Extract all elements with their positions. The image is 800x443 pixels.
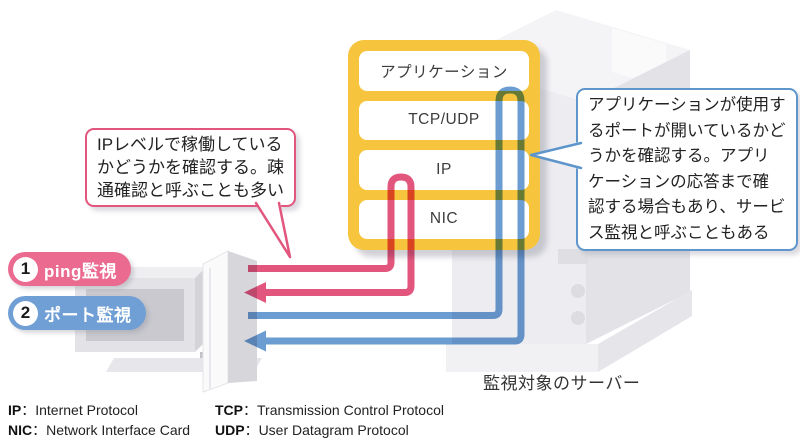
port-callout-text: ス監視と呼ぶこともある bbox=[588, 223, 770, 242]
legend-item-nic: NIC：Network Interface Card bbox=[8, 420, 190, 440]
legend-separator: ： bbox=[244, 422, 259, 438]
port-pill-label: ポート監視 bbox=[44, 305, 132, 325]
legend-item-ip: IP：Internet Protocol bbox=[8, 400, 190, 420]
legend-separator: ： bbox=[243, 402, 257, 418]
server-slot bbox=[558, 249, 588, 264]
legend-name: Transmission Control Protocol bbox=[257, 402, 444, 418]
ping-arrowhead-icon bbox=[244, 282, 266, 303]
port-callout-text: うかを確認する。アプリ bbox=[588, 147, 770, 165]
legend-separator: ： bbox=[21, 402, 36, 418]
legend-item-udp: UDP：User Datagram Protocol bbox=[215, 420, 444, 440]
server-caption: 監視対象のサーバー bbox=[483, 374, 641, 393]
legend-column-left: IP：Internet Protocol NIC：Network Interfa… bbox=[8, 400, 190, 440]
stack-layer-nic: NIC bbox=[359, 199, 529, 239]
port-callout-text: 認する場合もあり、サービ bbox=[588, 198, 786, 216]
ping-callout-text: かどうかを確認する。疎 bbox=[97, 158, 284, 177]
legend-abbr: NIC bbox=[8, 422, 33, 438]
legend-abbr: TCP bbox=[215, 402, 243, 418]
legend-abbr: UDP bbox=[215, 422, 245, 438]
protocol-stack-box: アプリケーション TCP/UDP IP NIC bbox=[348, 40, 540, 250]
port-callout: アプリケーションが使用す るポートが開いているかど うかを確認する。アプリ ケー… bbox=[576, 88, 798, 251]
ping-callout-tail bbox=[254, 200, 292, 259]
legend-name: Internet Protocol bbox=[35, 402, 138, 418]
port-pill-number-badge: 2 bbox=[13, 300, 38, 326]
port-callout-text: るポートが開いているかど bbox=[588, 121, 786, 140]
legend-name: User Datagram Protocol bbox=[258, 422, 409, 438]
legend-abbr: IP bbox=[8, 402, 22, 418]
server-button-icon bbox=[571, 311, 585, 325]
port-arrowhead-icon bbox=[244, 330, 266, 352]
stack-layer-tcp-udp: TCP/UDP bbox=[359, 100, 529, 140]
monitor-stand bbox=[200, 352, 226, 365]
legend-separator: ： bbox=[32, 422, 47, 438]
ping-callout: IPレベルで稼働している かどうかを確認する。疎 通確認と呼ぶことも多い bbox=[85, 128, 296, 207]
stack-layer-application: アプリケーション bbox=[359, 51, 529, 91]
legend-item-tcp: TCP：Transmission Control Protocol bbox=[215, 400, 444, 420]
legend-column-right: TCP：Transmission Control Protocol UDP：Us… bbox=[215, 400, 444, 440]
ping-pill-number-badge: 1 bbox=[13, 256, 38, 282]
ping-callout-text: 通確認と呼ぶことも多い bbox=[97, 181, 284, 200]
server-button-icon bbox=[571, 284, 585, 298]
ping-monitor-pill: 1 ping監視 bbox=[8, 252, 131, 286]
port-callout-text: ケーションの応答まで確 bbox=[588, 172, 770, 191]
legend-name: Network Interface Card bbox=[46, 422, 191, 438]
stack-layer-ip: IP bbox=[359, 150, 529, 190]
port-callout-text: アプリケーションが使用す bbox=[588, 96, 786, 114]
ping-pill-label: ping監視 bbox=[44, 261, 117, 281]
ping-callout-text: IPレベルで稼働している bbox=[97, 135, 283, 154]
port-monitor-pill: 2 ポート監視 bbox=[8, 296, 146, 330]
